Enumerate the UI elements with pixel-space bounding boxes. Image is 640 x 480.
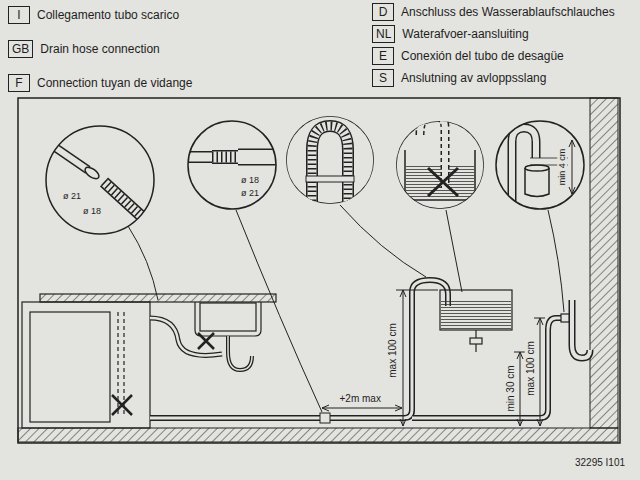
heading-text: Collegamento tubo scarico <box>37 8 179 22</box>
heading-text: Anschluss des Wasserablaufschlauches <box>401 5 615 19</box>
detail-hose-joint <box>186 157 280 158</box>
circle-outline <box>45 125 155 235</box>
language-code: E <box>379 49 387 63</box>
language-code: GB <box>12 42 29 56</box>
dimension-label: ø 21 <box>62 191 82 201</box>
heading-text: Conexión del tubo de desagüe <box>401 49 564 63</box>
heading-text: Connection tuyan de vidange <box>37 76 192 90</box>
heading-text: Waterafvoer-aansluiting <box>402 27 528 41</box>
language-code-box: EConexión del tubo de desagüe <box>372 47 394 65</box>
language-code: S <box>379 71 387 85</box>
circle-outline <box>495 120 585 210</box>
detail-circle: ø 18 ø 21 <box>187 120 277 210</box>
dimension-label: 32295 I101 <box>574 457 626 468</box>
dimension-label: ø 18 <box>82 206 102 216</box>
dimension-label: max 100 cm <box>525 340 536 396</box>
language-code: F <box>15 76 22 90</box>
circle-outline <box>187 120 277 210</box>
frame <box>18 98 620 443</box>
basin-and-siphon <box>440 290 590 358</box>
detail-circle: min 4 cm <box>495 120 585 210</box>
language-code: D <box>379 5 388 19</box>
dimension-label: min 4 cm <box>557 148 567 187</box>
dimension-label: max 100 cm <box>387 322 398 378</box>
kitchen-unit <box>22 294 276 428</box>
language-code-box: ICollegamento tubo scarico <box>8 6 30 24</box>
language-code-box: DAnschluss des Wasserablaufschlauches <box>372 3 394 21</box>
detail-wrong-immersion <box>396 115 484 209</box>
heading-text: Anslutning av avloppsslang <box>401 71 546 85</box>
drain-hose <box>150 280 562 423</box>
language-code-box: SAnslutning av avloppsslang <box>372 69 394 87</box>
dimension-label: min 30 cm <box>505 364 516 412</box>
language-code-box: GBDrain hose connection <box>8 40 33 58</box>
language-code-box: FConnection tuyan de vidange <box>8 74 30 92</box>
language-code-box: NLWaterafvoer-aansluiting <box>372 25 395 43</box>
dimension-label: ø 21 <box>240 188 260 198</box>
detail-hose-end <box>56 148 150 224</box>
heading-text: Drain hose connection <box>40 42 159 56</box>
language-code: I <box>17 8 20 22</box>
detail-air-gap <box>512 128 568 210</box>
leader-lines <box>128 205 564 412</box>
dimension-label: +2m max <box>339 393 382 404</box>
dimension-label: ø 18 <box>240 175 260 185</box>
language-code: NL <box>376 27 391 41</box>
detail-circle: ø 21ø 18 <box>45 125 155 235</box>
detail-hose-hook <box>286 116 374 210</box>
